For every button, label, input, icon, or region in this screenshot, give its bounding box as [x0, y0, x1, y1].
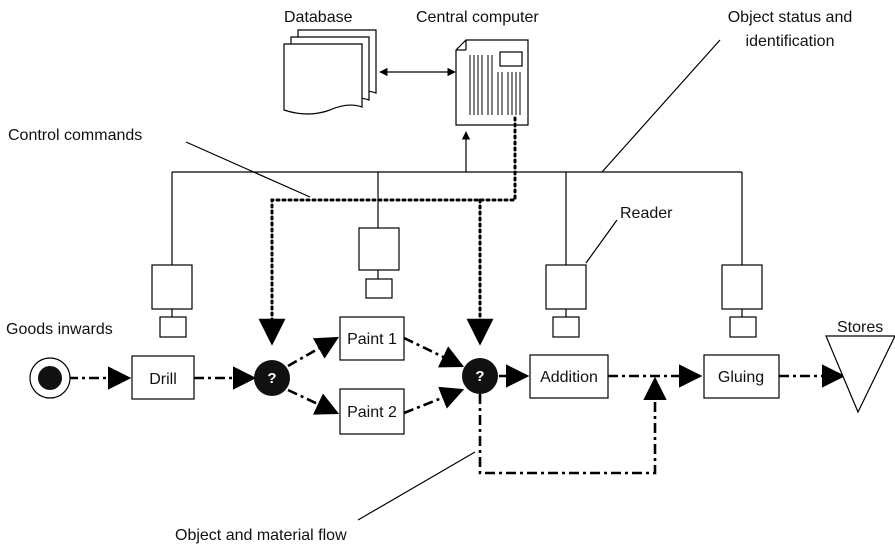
- decision-symbol-2: ?: [475, 368, 484, 385]
- paint2-label: Paint 2: [347, 404, 397, 421]
- addition-box: [529, 354, 609, 399]
- computer-icon: [455, 39, 529, 126]
- addition-label: Addition: [540, 369, 598, 386]
- start-node-icon: [29, 357, 71, 399]
- stores-triangle-icon: [825, 335, 895, 414]
- object-status-label-line2: identification: [746, 33, 835, 50]
- decision-symbol-1: ?: [267, 370, 276, 387]
- material-flow-label: Object and material flow: [175, 527, 347, 544]
- object-status-label-line1: Object status and: [728, 9, 853, 26]
- paint2-box: [339, 388, 405, 435]
- stores-label: Stores: [837, 319, 883, 336]
- control-commands-label: Control commands: [8, 127, 142, 144]
- gluing-label: Gluing: [718, 369, 764, 386]
- paint1-label: Paint 1: [347, 331, 397, 348]
- reader-label: Reader: [620, 205, 673, 222]
- gluing-box: [703, 354, 780, 399]
- goods-inwards-label: Goods inwards: [6, 321, 113, 338]
- central-computer-label: Central computer: [416, 9, 539, 26]
- control-command-lines: [258, 116, 517, 346]
- material-flow-lines: [68, 336, 846, 521]
- database-label: Database: [284, 9, 353, 26]
- reader-icon: [151, 227, 763, 338]
- drill-label: Drill: [149, 371, 177, 388]
- reader-pointer: [585, 219, 618, 264]
- database-icon: [283, 29, 377, 115]
- decision-node-icon: [254, 358, 498, 396]
- paint1-box: [339, 316, 405, 361]
- status-bus: [171, 39, 743, 265]
- drill-box: [131, 355, 195, 400]
